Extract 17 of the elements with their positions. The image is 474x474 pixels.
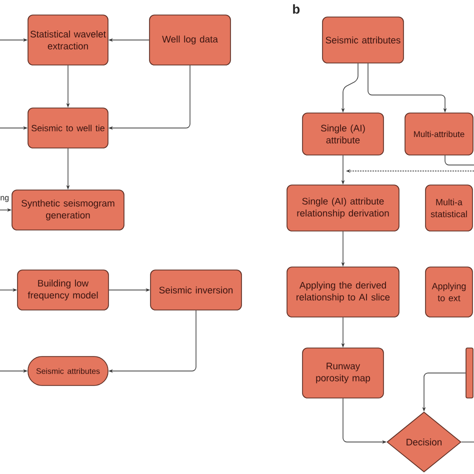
process-box: Single (AI) attribute relationship derivation xyxy=(286,184,400,232)
process-box: Applying to ext xyxy=(425,266,473,318)
process-box: Applying the derived relationship to AI slice xyxy=(286,266,400,318)
process-box: Seismic to well tie xyxy=(28,108,108,148)
process-box: Well log data xyxy=(149,14,231,66)
process-box: Seismic inversion xyxy=(150,270,242,310)
process-box: Seismic attributes xyxy=(322,16,404,64)
process-box: Synthetic seismogram generation xyxy=(12,190,124,230)
process-box: Building low frequency model xyxy=(17,270,109,310)
process-box: Runway porosity map xyxy=(302,348,384,398)
process-box: Single (AI) attribute xyxy=(302,112,384,156)
process-box: Multi-a statistical xyxy=(425,184,473,232)
connector-line xyxy=(444,155,474,166)
process-box: Multi-attribute xyxy=(404,112,474,156)
panel-letter: b xyxy=(293,4,300,14)
process-box: Statistical wavelet extraction xyxy=(28,14,108,66)
process-box xyxy=(466,348,474,398)
